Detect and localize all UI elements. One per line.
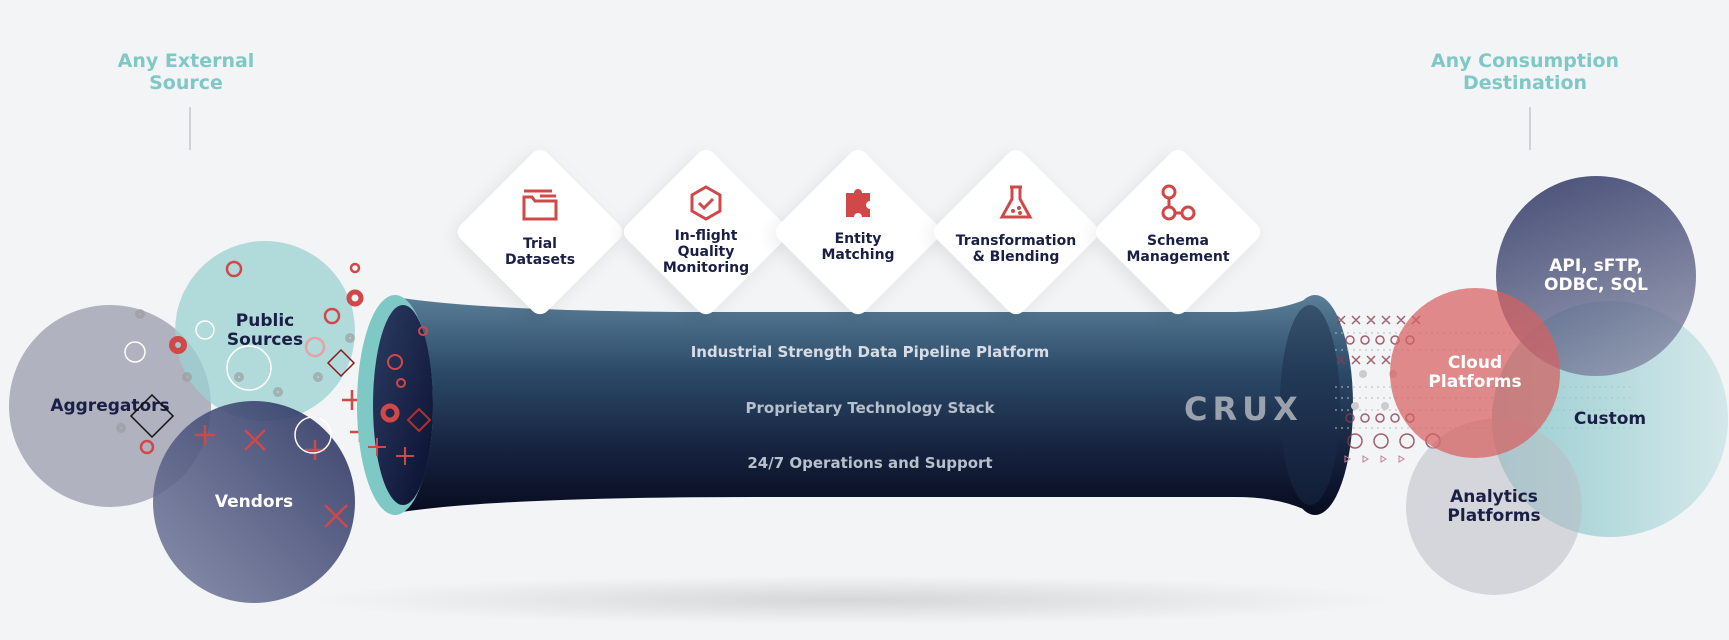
data-pipeline xyxy=(357,295,1353,515)
destination-label: ODBC, SQL xyxy=(1544,275,1648,295)
destination-heading-line: Any Consumption xyxy=(1430,50,1620,72)
destination-heading-line: Destination xyxy=(1462,72,1588,94)
source-label: Sources xyxy=(226,330,304,350)
source-label: Aggregators xyxy=(50,395,170,416)
destination-label: Cloud xyxy=(1447,353,1503,373)
data-particles-left xyxy=(116,260,370,528)
feature-label: Transformation& Blending xyxy=(955,233,1077,265)
pipeline-line-3: 24/7 Operations and Support xyxy=(747,454,993,472)
source-vendors: Vendors xyxy=(153,401,355,603)
pipeline-line-2: Proprietary Technology Stack xyxy=(745,399,995,417)
destination-label: Platforms xyxy=(1428,372,1522,392)
source-divider xyxy=(189,107,191,150)
source-heading-line: Any External xyxy=(117,50,255,72)
shield-check-icon xyxy=(690,185,722,221)
source-heading-line: Source xyxy=(149,72,223,94)
source-label: Vendors xyxy=(214,491,294,512)
flask-icon xyxy=(999,185,1033,219)
pipeline-line-1: Industrial Strength Data Pipeline Platfo… xyxy=(690,343,1050,361)
destination-label: API, sFTP, xyxy=(1549,256,1643,276)
destination-label: Platforms xyxy=(1447,506,1541,526)
source-heading: Any External Source xyxy=(86,50,286,94)
destination-heading: Any Consumption Destination xyxy=(1400,50,1650,94)
destination-label: Custom xyxy=(1573,408,1647,429)
destination-divider xyxy=(1529,107,1531,150)
folder-icon xyxy=(522,189,558,221)
pipe-shadow xyxy=(300,575,1400,625)
crux-logo: CRUX xyxy=(1184,390,1303,428)
source-public-sources: Public Sources xyxy=(175,241,355,421)
source-label: Public xyxy=(235,311,295,331)
destination-label: Analytics xyxy=(1450,487,1538,507)
puzzle-icon xyxy=(846,189,870,217)
destination-cloud-platforms: Cloud Platforms xyxy=(1390,288,1560,458)
schema-icon xyxy=(1161,184,1196,221)
